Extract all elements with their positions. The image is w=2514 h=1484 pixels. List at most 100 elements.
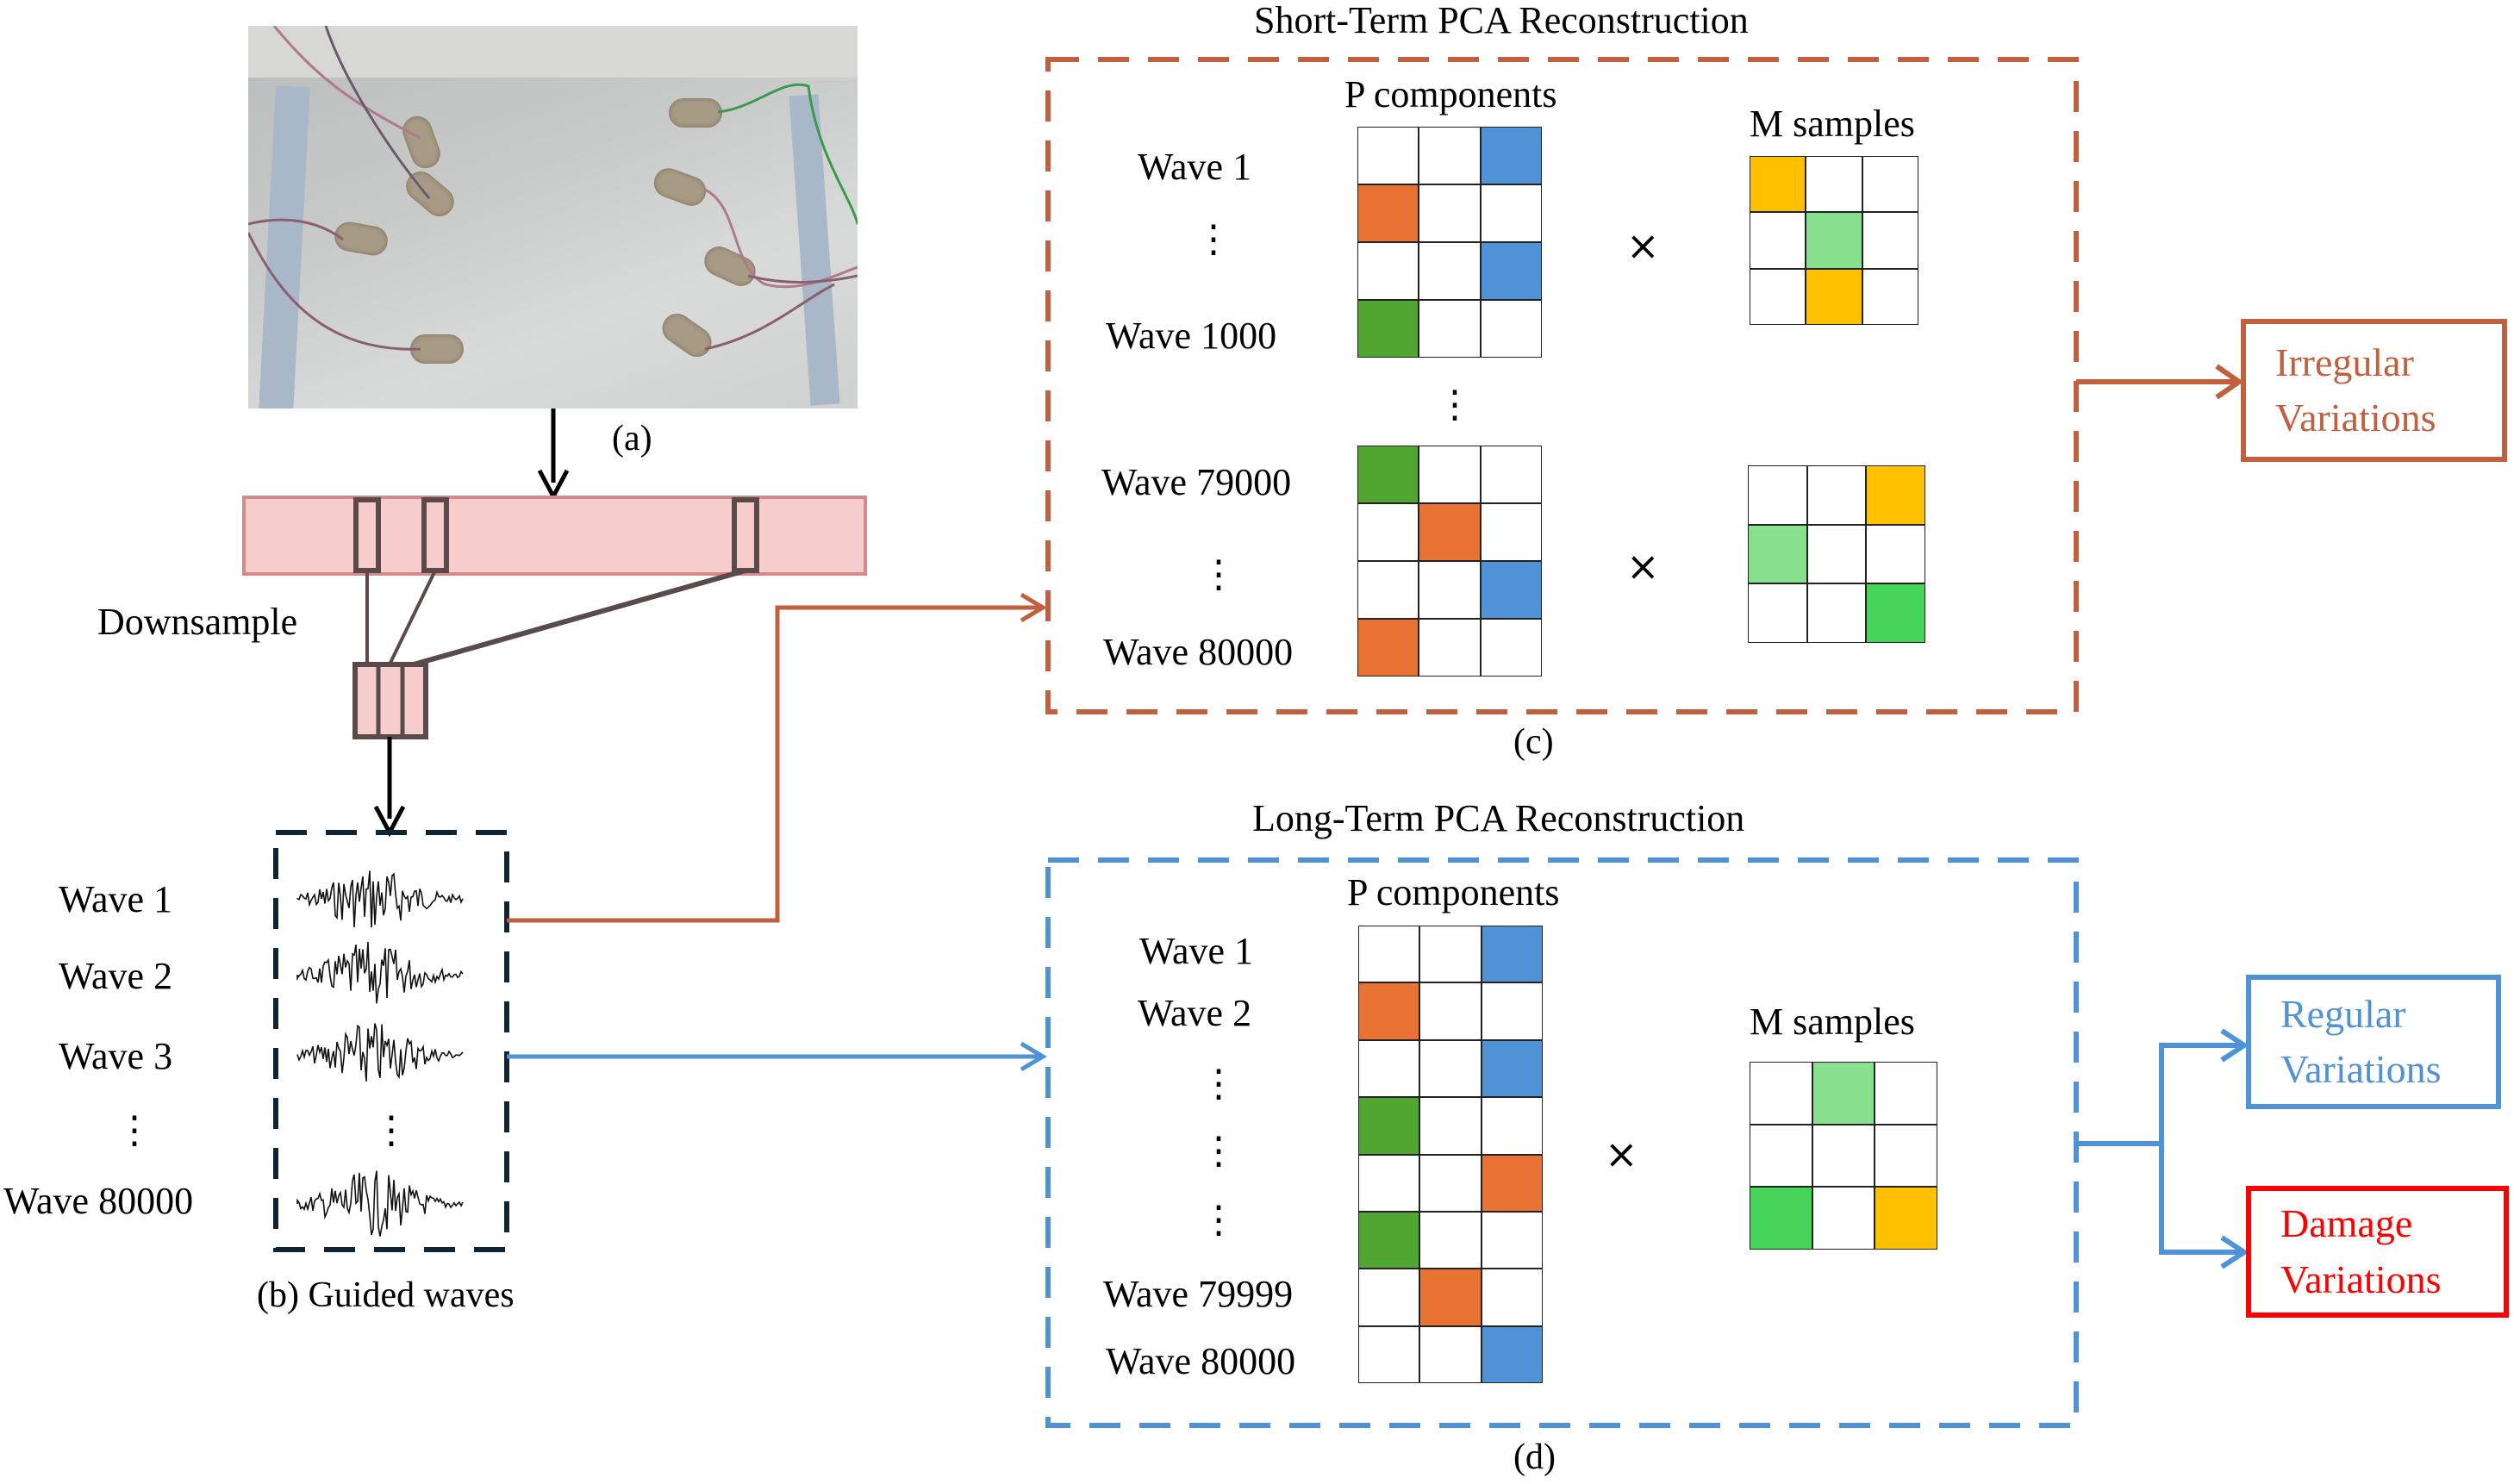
wave-label: Wave 2 [1138, 992, 1252, 1034]
p-matrix-cell [1480, 446, 1542, 503]
p-matrix-cell [1481, 1211, 1543, 1269]
plate-with-sensors-photo [248, 26, 858, 408]
m-matrix-cell [1866, 583, 1925, 643]
p-matrix-short-1 [1357, 127, 1542, 358]
sample-window-1 [353, 497, 381, 573]
p-matrix-cell [1358, 1154, 1420, 1212]
short-term-box [1045, 57, 2079, 714]
m-matrix-cell [1750, 268, 1806, 325]
m-matrix-cell [1866, 524, 1925, 584]
m-matrix-cell [1806, 524, 1867, 584]
p-components-label: P components [1347, 871, 1560, 913]
m-matrix-cell [1866, 465, 1925, 525]
p-matrix-short-2 [1357, 446, 1542, 677]
ellipsis: ⋮ [1436, 383, 1474, 426]
p-matrix-cell [1481, 1269, 1543, 1326]
m-matrix-cell [1875, 1124, 1937, 1188]
caption-d: (d) [1513, 1437, 1556, 1477]
p-matrix-cell [1419, 242, 1481, 300]
regular-line-1: Regular [2280, 991, 2406, 1036]
p-matrix-cell [1419, 1325, 1482, 1383]
m-matrix-cell [1806, 268, 1862, 325]
m-matrix-cell [1875, 1062, 1937, 1125]
p-matrix-cell [1480, 503, 1542, 561]
p-matrix-cell [1481, 1039, 1543, 1098]
p-matrix-cell [1481, 1325, 1543, 1383]
p-matrix-cell [1481, 1154, 1543, 1212]
p-matrix-cell [1357, 561, 1419, 619]
p-matrix-cell [1358, 1039, 1420, 1098]
downsample-line-3 [413, 568, 746, 667]
wave-label: Wave 80000 [3, 1180, 194, 1222]
p-matrix-cell [1419, 127, 1481, 184]
p-matrix-cell [1357, 446, 1419, 503]
wave-label: Wave 80000 [1103, 631, 1294, 673]
guided-waveform [296, 870, 464, 928]
caption-b: (b) Guided waves [257, 1275, 515, 1315]
m-matrix-cell [1806, 156, 1862, 213]
m-matrix-cell [1806, 583, 1867, 643]
arrow-head-irregular [2215, 364, 2244, 400]
caption-c: (c) [1513, 722, 1554, 762]
connector-to-short-term [507, 605, 1039, 923]
signal-bar [242, 496, 867, 576]
p-matrix-cell [1481, 926, 1543, 983]
p-matrix-cell [1357, 184, 1419, 242]
m-matrix-cell [1806, 212, 1862, 269]
sample-window-3 [732, 497, 759, 573]
wave-label: Wave 2 [59, 955, 173, 997]
multiply-sign: × [1626, 543, 1660, 589]
m-samples-label: M samples [1750, 103, 1915, 145]
ellipsis: ⋮ [1200, 1130, 1238, 1172]
p-matrix-cell [1358, 982, 1420, 1040]
p-matrix-cell [1357, 242, 1419, 300]
m-matrix-cell [1748, 465, 1807, 525]
short-term-title: Short-Term PCA Reconstruction [1254, 0, 1749, 41]
p-components-label: P components [1344, 73, 1557, 115]
damage-line-1: Damage [2280, 1201, 2413, 1246]
p-matrix-cell [1419, 619, 1481, 677]
wave-label: Wave 79000 [1101, 461, 1292, 503]
p-matrix-cell [1358, 1097, 1420, 1155]
caption-a: (a) [612, 419, 652, 458]
p-matrix-cell [1419, 561, 1481, 619]
downsample-label: Downsample [97, 601, 298, 643]
m-matrix-short-2 [1748, 465, 1925, 643]
m-matrix-cell [1806, 465, 1867, 525]
downsampled-block [352, 662, 428, 739]
m-matrix-cell [1812, 1124, 1875, 1188]
m-matrix-cell [1750, 156, 1806, 213]
arrow-head-regular [2220, 1028, 2249, 1063]
p-matrix-cell [1480, 300, 1542, 358]
long-term-title: Long-Term PCA Reconstruction [1252, 797, 1745, 839]
ellipsis: ⋮ [1200, 1063, 1238, 1105]
m-matrix-cell [1748, 583, 1807, 643]
waveform-group [296, 870, 464, 1237]
p-matrix-cell [1419, 926, 1482, 983]
p-matrix-cell [1358, 926, 1420, 983]
p-matrix-cell [1358, 1269, 1420, 1326]
m-matrix-short-1 [1750, 156, 1918, 325]
m-matrix-cell [1862, 268, 1918, 325]
wave-label: Wave 80000 [1106, 1340, 1296, 1382]
m-matrix-cell [1750, 1124, 1812, 1188]
connector-to-regular [2159, 1043, 2243, 1144]
p-matrix-cell [1357, 127, 1419, 184]
sensor-wires [248, 26, 858, 351]
wave-label: Wave 1 [1138, 146, 1252, 188]
p-matrix-cell [1357, 503, 1419, 561]
wave-label: Wave 1000 [1106, 315, 1277, 357]
p-matrix-cell [1419, 1211, 1482, 1269]
p-matrix-cell [1419, 1154, 1482, 1212]
m-matrix-cell [1812, 1062, 1875, 1125]
m-matrix-cell [1862, 156, 1918, 213]
wave-label: Wave 79999 [1103, 1273, 1294, 1315]
p-matrix-cell [1480, 242, 1542, 300]
multiply-sign: × [1626, 222, 1660, 269]
m-matrix-cell [1812, 1187, 1875, 1250]
p-matrix-cell [1480, 184, 1542, 242]
photo-background-top [248, 26, 858, 78]
p-matrix-cell [1419, 503, 1481, 561]
